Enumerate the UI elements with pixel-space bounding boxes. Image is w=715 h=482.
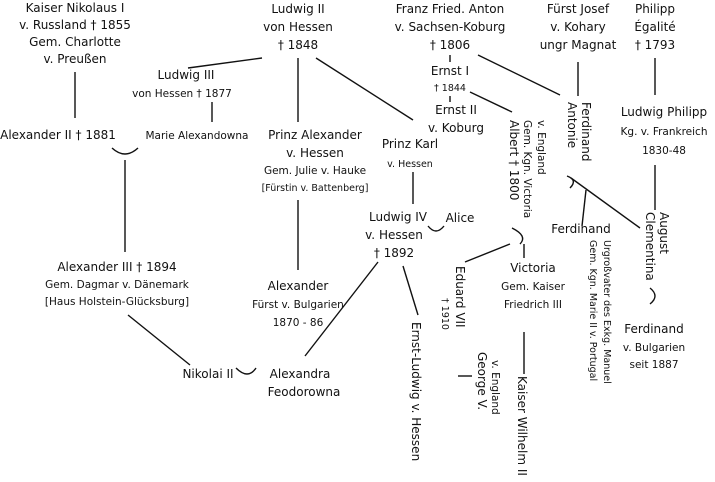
person-victoria: Victoria Gem. Kaiser Friedrich III (501, 261, 565, 311)
svg-text:Eduard VII: Eduard VII (453, 266, 467, 328)
person-ludwig-iv: Ludwig IV v. Hessen † 1892 (365, 210, 428, 260)
svg-text:Gem. Charlotte: Gem. Charlotte (29, 35, 121, 49)
person-wilhelm-ii: Kaiser Wilhelm II (515, 376, 529, 476)
svg-text:Franz Fried. Anton: Franz Fried. Anton (396, 2, 504, 16)
svg-text:1870 - 86: 1870 - 86 (273, 317, 324, 329)
person-ferdinand-bulgarien: Ferdinand v. Bulgarien seit 1887 (623, 322, 685, 371)
svg-text:1830-48: 1830-48 (642, 145, 686, 157)
person-ludwig-ii: Ludwig II von Hessen † 1848 (263, 2, 333, 52)
connector-lines (74, 54, 656, 377)
person-alexander-bulgarien: Alexander Fürst v. Bulgarien 1870 - 86 (252, 279, 344, 329)
svg-text:[Haus Holstein-Glücksburg]: [Haus Holstein-Glücksburg] (45, 296, 189, 308)
svg-text:Gem. Kgn. Victoria: Gem. Kgn. Victoria (521, 120, 533, 218)
person-nikolai-ii: Nikolai II (182, 367, 233, 381)
svg-text:Fürst v. Bulgarien: Fürst v. Bulgarien (252, 299, 344, 311)
svg-text:Ludwig IV: Ludwig IV (369, 210, 428, 224)
svg-text:v. Preußen: v. Preußen (43, 52, 106, 66)
svg-text:† 1793: † 1793 (635, 38, 675, 52)
person-george-v: George V. v. England (475, 352, 501, 415)
svg-text:Ludwig III: Ludwig III (158, 68, 215, 82)
svg-text:Gem. Dagmar v. Dänemark: Gem. Dagmar v. Dänemark (45, 279, 190, 291)
svg-text:ungr Magnat: ungr Magnat (540, 38, 617, 52)
svg-text:[Fürstin v. Battenberg]: [Fürstin v. Battenberg] (262, 183, 369, 194)
person-alexander-ii: Alexander II † 1881 (0, 128, 116, 142)
person-alice: Alice (446, 211, 475, 225)
svg-text:Gem. Kgn. Marie II v. Portugal: Gem. Kgn. Marie II v. Portugal (587, 240, 598, 381)
svg-text:† 1892: † 1892 (374, 246, 414, 260)
svg-text:Kaiser Nikolaus I: Kaiser Nikolaus I (26, 1, 125, 15)
svg-text:v. England: v. England (489, 360, 501, 415)
person-albert: Albert † 1800 Gem. Kgn. Victoria v. Engl… (507, 120, 547, 218)
svg-text:Kaiser Wilhelm II: Kaiser Wilhelm II (515, 376, 529, 476)
person-ludwig-philipp: Ludwig Philipp Kg. v. Frankreich 1830-48 (621, 105, 708, 157)
person-nikolaus-i: Kaiser Nikolaus I v. Russland † 1855 Gem… (19, 1, 131, 66)
person-franz-fried-anton: Franz Fried. Anton v. Sachsen-Koburg † 1… (395, 2, 506, 52)
svg-text:v. Koburg: v. Koburg (428, 121, 484, 135)
svg-text:v. Hessen: v. Hessen (365, 228, 423, 242)
svg-text:Ernst-Ludwig v. Hessen: Ernst-Ludwig v. Hessen (409, 322, 423, 461)
svg-text:Ernst II: Ernst II (435, 103, 477, 117)
svg-text:Gem. Julie v. Hauke: Gem. Julie v. Hauke (264, 165, 366, 177)
svg-text:Fürst Josef: Fürst Josef (547, 2, 610, 16)
person-alexander-iii: Alexander III † 1894 Gem. Dagmar v. Däne… (45, 260, 190, 308)
svg-text:Antonie: Antonie (565, 102, 579, 148)
svg-text:Alexander: Alexander (268, 279, 329, 293)
svg-text:Feodorowna: Feodorowna (268, 385, 341, 399)
svg-text:Gem. Kaiser: Gem. Kaiser (501, 281, 565, 293)
person-ferdinand-portugal: Ferdinand Gem. Kgn. Marie II v. Portugal… (551, 222, 612, 384)
svg-text:v. Hessen: v. Hessen (286, 146, 344, 160)
svg-text:Ferdinand: Ferdinand (579, 102, 593, 161)
svg-text:Marie Alexandowna: Marie Alexandowna (146, 130, 249, 142)
person-antonie-ferdinand: Antonie Ferdinand (565, 102, 593, 161)
svg-text:Nikolai II: Nikolai II (182, 367, 233, 381)
svg-text:† 1910: † 1910 (439, 298, 450, 330)
person-clementina-august: Clementina August (643, 212, 671, 281)
svg-text:Prinz Alexander: Prinz Alexander (268, 128, 362, 142)
svg-text:Urgroßvater des Exkg. Manuel: Urgroßvater des Exkg. Manuel (601, 240, 612, 384)
svg-text:v. Bulgarien: v. Bulgarien (623, 342, 685, 354)
svg-text:Ferdinand: Ferdinand (551, 222, 610, 236)
svg-text:Friedrich III: Friedrich III (504, 299, 562, 311)
svg-text:Alexander II † 1881: Alexander II † 1881 (0, 128, 116, 142)
svg-text:Philipp: Philipp (635, 2, 675, 16)
svg-text:v. Kohary: v. Kohary (550, 20, 605, 34)
svg-text:Kg. v. Frankreich: Kg. v. Frankreich (621, 126, 708, 138)
person-ernst-i: Ernst I † 1844 (431, 64, 469, 94)
svg-text:v. Sachsen-Koburg: v. Sachsen-Koburg (395, 20, 506, 34)
svg-text:George V.: George V. (475, 352, 489, 410)
svg-text:August: August (657, 212, 671, 254)
svg-text:von Hessen: von Hessen (263, 20, 333, 34)
svg-text:Alexander III † 1894: Alexander III † 1894 (57, 260, 176, 274)
person-eduard-vii: Eduard VII † 1910 (439, 266, 467, 330)
svg-text:v. Hessen: v. Hessen (387, 159, 433, 170)
svg-text:Clementina: Clementina (643, 212, 657, 281)
svg-text:Ernst I: Ernst I (431, 64, 469, 78)
svg-text:v. Russland † 1855: v. Russland † 1855 (19, 18, 131, 32)
svg-text:† 1844: † 1844 (434, 83, 466, 94)
svg-text:† 1806: † 1806 (430, 38, 470, 52)
svg-text:Ferdinand: Ferdinand (624, 322, 683, 336)
svg-text:Ludwig II: Ludwig II (271, 2, 324, 16)
person-kohary: Fürst Josef v. Kohary ungr Magnat (540, 2, 617, 52)
person-philipp-egalite: Philipp Égalité † 1793 (634, 2, 675, 52)
person-ernst-ii: Ernst II v. Koburg (428, 103, 484, 135)
person-prinz-karl: Prinz Karl v. Hessen (382, 137, 438, 170)
svg-text:von Hessen † 1877: von Hessen † 1877 (132, 88, 232, 100)
svg-text:Alice: Alice (446, 211, 475, 225)
svg-text:Égalité: Égalité (634, 19, 675, 34)
svg-text:Albert † 1800: Albert † 1800 (507, 120, 521, 200)
svg-text:Alexandra: Alexandra (270, 367, 331, 381)
svg-text:v. England: v. England (535, 120, 547, 175)
person-prinz-alexander: Prinz Alexander v. Hessen Gem. Julie v. … (262, 128, 369, 194)
svg-text:Ludwig Philipp: Ludwig Philipp (621, 105, 707, 119)
svg-text:Victoria: Victoria (510, 261, 556, 275)
person-ludwig-iii: Ludwig III von Hessen † 1877 (132, 68, 232, 100)
svg-text:† 1848: † 1848 (278, 38, 318, 52)
svg-text:Prinz Karl: Prinz Karl (382, 137, 438, 151)
person-alexandra-feodorowna: Alexandra Feodorowna (268, 367, 341, 399)
person-ernst-ludwig: Ernst-Ludwig v. Hessen (409, 322, 423, 461)
svg-text:seit 1887: seit 1887 (629, 359, 678, 371)
person-marie-alexandowna: Marie Alexandowna (146, 130, 249, 142)
